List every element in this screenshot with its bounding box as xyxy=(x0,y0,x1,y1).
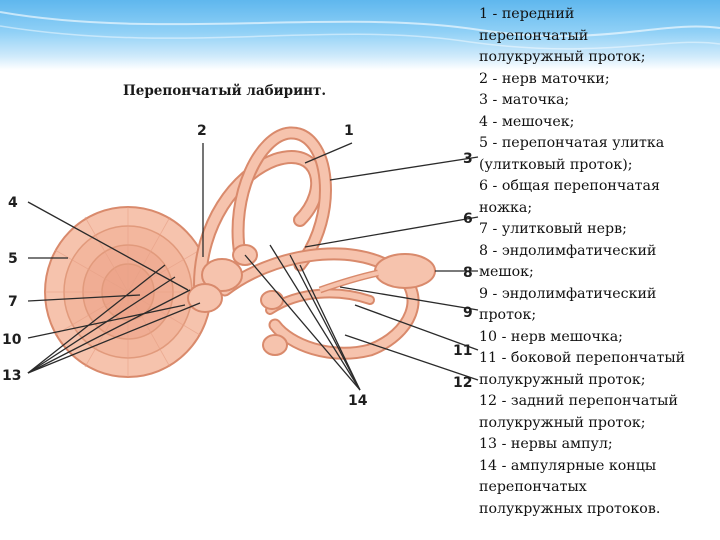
callout-6: 6 xyxy=(463,211,473,227)
vestibule-and-ducts-illustration xyxy=(200,133,413,353)
legend-line: 14 - ампулярные концы xyxy=(479,456,715,478)
legend-line: проток; xyxy=(479,305,715,327)
legend-line: полукружный проток; xyxy=(479,413,715,435)
callout-11: 11 xyxy=(453,343,472,359)
legend-line: 1 - передний xyxy=(479,4,715,26)
callout-13: 13 xyxy=(2,368,21,384)
legend-line: полукружный проток; xyxy=(479,370,715,392)
legend-line: 5 - перепончатая улитка xyxy=(479,133,715,155)
legend-line: 8 - эндолимфатический xyxy=(479,241,715,263)
callout-12: 12 xyxy=(453,375,472,391)
legend-line: мешок; xyxy=(479,262,715,284)
callout-2: 2 xyxy=(197,123,207,139)
legend-line: перепончатых xyxy=(479,477,715,499)
legend-line: полукружных протоков. xyxy=(479,499,715,521)
callout-9: 9 xyxy=(463,305,473,321)
membranous-labyrinth-diagram: 1 2 3 4 5 6 7 8 9 10 11 12 13 14 xyxy=(0,105,480,435)
legend-line: 6 - общая перепончатая xyxy=(479,176,715,198)
diagram-title: Перепончатый лабиринт. xyxy=(123,83,326,99)
legend-line: 7 - улитковый нерв; xyxy=(479,219,715,241)
legend-line: 4 - мешочек; xyxy=(479,112,715,134)
callout-4: 4 xyxy=(8,195,18,211)
legend-line: 2 - нерв маточки; xyxy=(479,69,715,91)
callout-8: 8 xyxy=(463,265,473,281)
callout-5: 5 xyxy=(8,251,18,267)
callout-3: 3 xyxy=(463,151,473,167)
legend-line: 10 - нерв мешочка; xyxy=(479,327,715,349)
legend-line: 11 - боковой перепончатый xyxy=(479,348,715,370)
callout-1: 1 xyxy=(344,123,354,139)
callout-10: 10 xyxy=(2,332,22,348)
legend-line: перепончатый xyxy=(479,26,715,48)
callout-7: 7 xyxy=(8,294,18,310)
legend-line: 13 - нервы ампул; xyxy=(479,434,715,456)
legend-line: 12 - задний перепончатый xyxy=(479,391,715,413)
legend-line: 3 - маточка; xyxy=(479,90,715,112)
legend-line: полукружный проток; xyxy=(479,47,715,69)
legend-line: 9 - эндолимфатический xyxy=(479,284,715,306)
callout-14: 14 xyxy=(348,393,368,409)
legend-line: ножка; xyxy=(479,198,715,220)
legend: 1 - передний перепончатый полукружный пр… xyxy=(479,4,715,520)
legend-line: (улитковый проток); xyxy=(479,155,715,177)
